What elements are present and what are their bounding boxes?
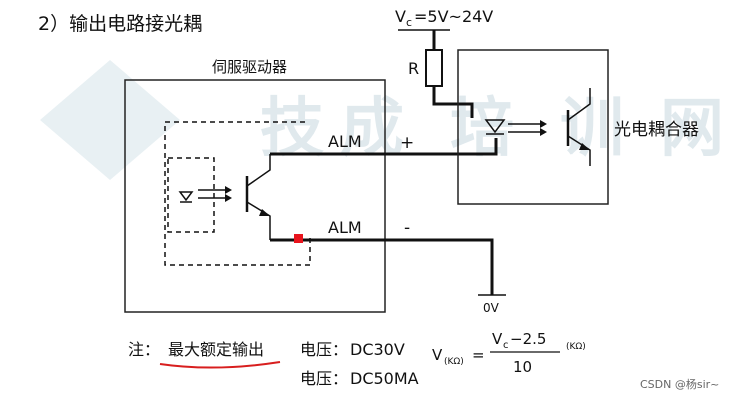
inner-dashed-box	[164, 121, 311, 266]
plus-sign: +	[400, 133, 414, 153]
page-heading: 2）输出电路接光耦	[38, 13, 202, 35]
formula-num-v: V	[492, 330, 503, 348]
formula-unit: (KΩ)	[566, 342, 586, 352]
servo-led	[178, 186, 232, 203]
led-dashed-box	[167, 157, 215, 233]
background-logo-glyph-5: 网	[660, 92, 724, 166]
formula-num-sub: c	[503, 340, 509, 351]
background-logo-glyph-4: 训	[560, 92, 624, 166]
photocoupler-box	[457, 49, 609, 205]
servo-emitter-arrow	[259, 209, 270, 216]
servo-transistor-collector	[246, 154, 271, 187]
coupler-led	[484, 119, 547, 136]
servo-arrowhead-1	[225, 186, 232, 194]
note-line2-value: DC50MA	[350, 369, 419, 388]
supply-sub: c	[406, 16, 412, 29]
background-logo: 技 成 培 训 网	[40, 60, 724, 180]
alm-plus-label: ALM	[328, 132, 362, 151]
formula-lhs-unit: (KΩ)	[444, 357, 464, 367]
coupler-emitter-arrow	[579, 143, 590, 150]
note-underlined: 最大额定输出	[168, 340, 264, 359]
accent-marker	[294, 234, 303, 243]
alm-plus-wire	[270, 138, 498, 156]
note-line2-label: 电压：	[300, 369, 348, 388]
formula-num-rest: −2.5	[510, 330, 546, 348]
servo-led-triangle	[178, 191, 194, 202]
note-line1-value: DC30V	[350, 340, 405, 359]
servo-driver-label: 伺服驱动器	[212, 58, 287, 76]
coupler-transistor-collector	[567, 88, 591, 121]
formula-denominator: 10	[513, 358, 532, 376]
supply-label: V c =5V~24V	[395, 7, 493, 29]
note-prefix: 注：	[128, 340, 160, 359]
coupler-led-triangle	[484, 119, 506, 134]
resistor-formula: V (KΩ) = V c −2.5 10 (KΩ)	[432, 330, 586, 376]
note-line1-label: 电压：	[300, 340, 348, 359]
csdn-watermark: CSDN @杨sir~	[640, 377, 719, 391]
coupler-phototransistor	[566, 88, 591, 166]
supply-range: =5V~24V	[414, 7, 493, 26]
red-underline	[159, 361, 281, 369]
minus-sign: -	[404, 218, 410, 238]
coupler-arrowhead-1	[540, 120, 547, 128]
coupler-arrowhead-2	[540, 128, 547, 136]
formula-lhs-v: V	[432, 346, 443, 364]
resistor	[425, 49, 443, 87]
supply-v: V	[395, 7, 406, 26]
servo-driver-box	[124, 79, 386, 313]
servo-arrowhead-2	[225, 194, 232, 202]
resistor-label: R	[408, 59, 419, 78]
alm-minus-label: ALM	[328, 218, 362, 237]
resistor-to-led-wire	[432, 86, 474, 118]
servo-transistor-emitter	[246, 201, 271, 240]
alm-minus-wire	[270, 238, 494, 295]
servo-phototransistor	[245, 154, 271, 240]
ground-label: 0V	[483, 301, 500, 315]
photocoupler-label: 光电耦合器	[614, 120, 699, 140]
formula-equals: =	[472, 346, 485, 364]
